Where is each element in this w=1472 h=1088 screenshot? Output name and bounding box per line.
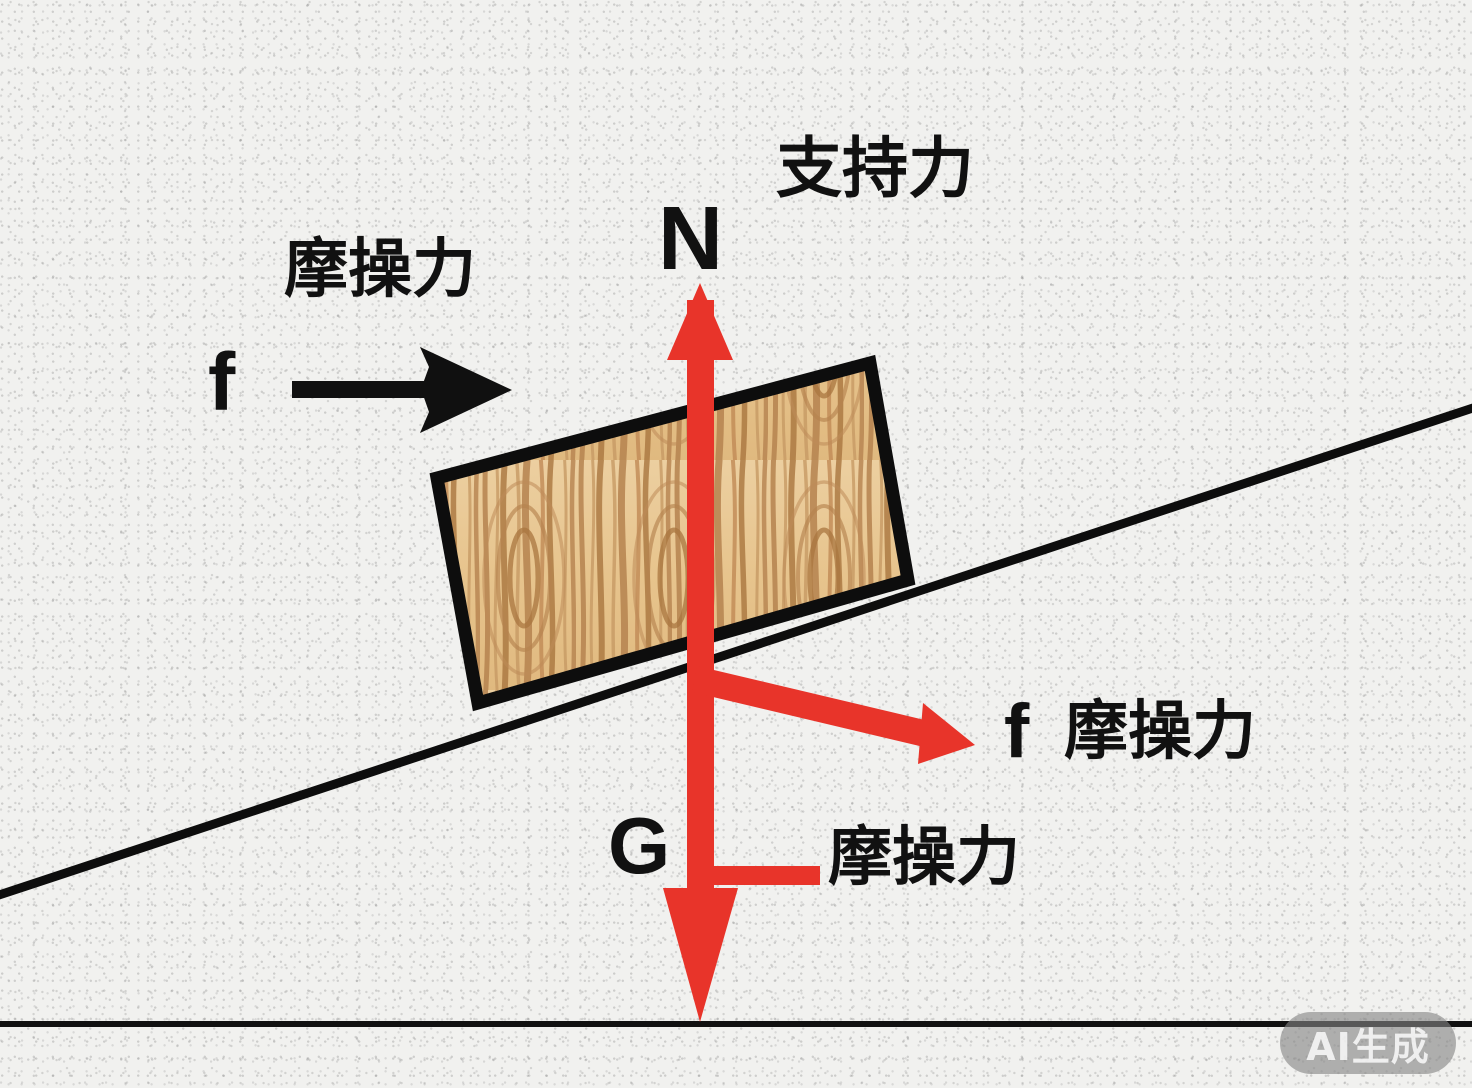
applied-force-arrow xyxy=(292,347,512,433)
incline-friction-symbol-label: f xyxy=(1004,689,1030,774)
gravity-name-label: 摩操力 xyxy=(828,821,1020,895)
incline-line xyxy=(0,403,1472,900)
gravity-label-pointer xyxy=(714,866,820,885)
normal-force-vector xyxy=(667,283,733,672)
normal-force-name-label: 支持力 xyxy=(776,130,974,207)
ai-generated-watermark: AI生成 xyxy=(1280,1012,1456,1074)
incline-friction-name-label: 摩操力 xyxy=(1064,695,1256,769)
incline-friction-vector xyxy=(692,666,975,764)
gravity-symbol-label: G xyxy=(608,801,671,890)
normal-force-symbol-label: N xyxy=(658,189,723,289)
applied-friction-name-label: 摩操力 xyxy=(284,233,476,307)
applied-friction-symbol-label: f xyxy=(208,337,236,428)
wooden-block xyxy=(429,354,916,712)
